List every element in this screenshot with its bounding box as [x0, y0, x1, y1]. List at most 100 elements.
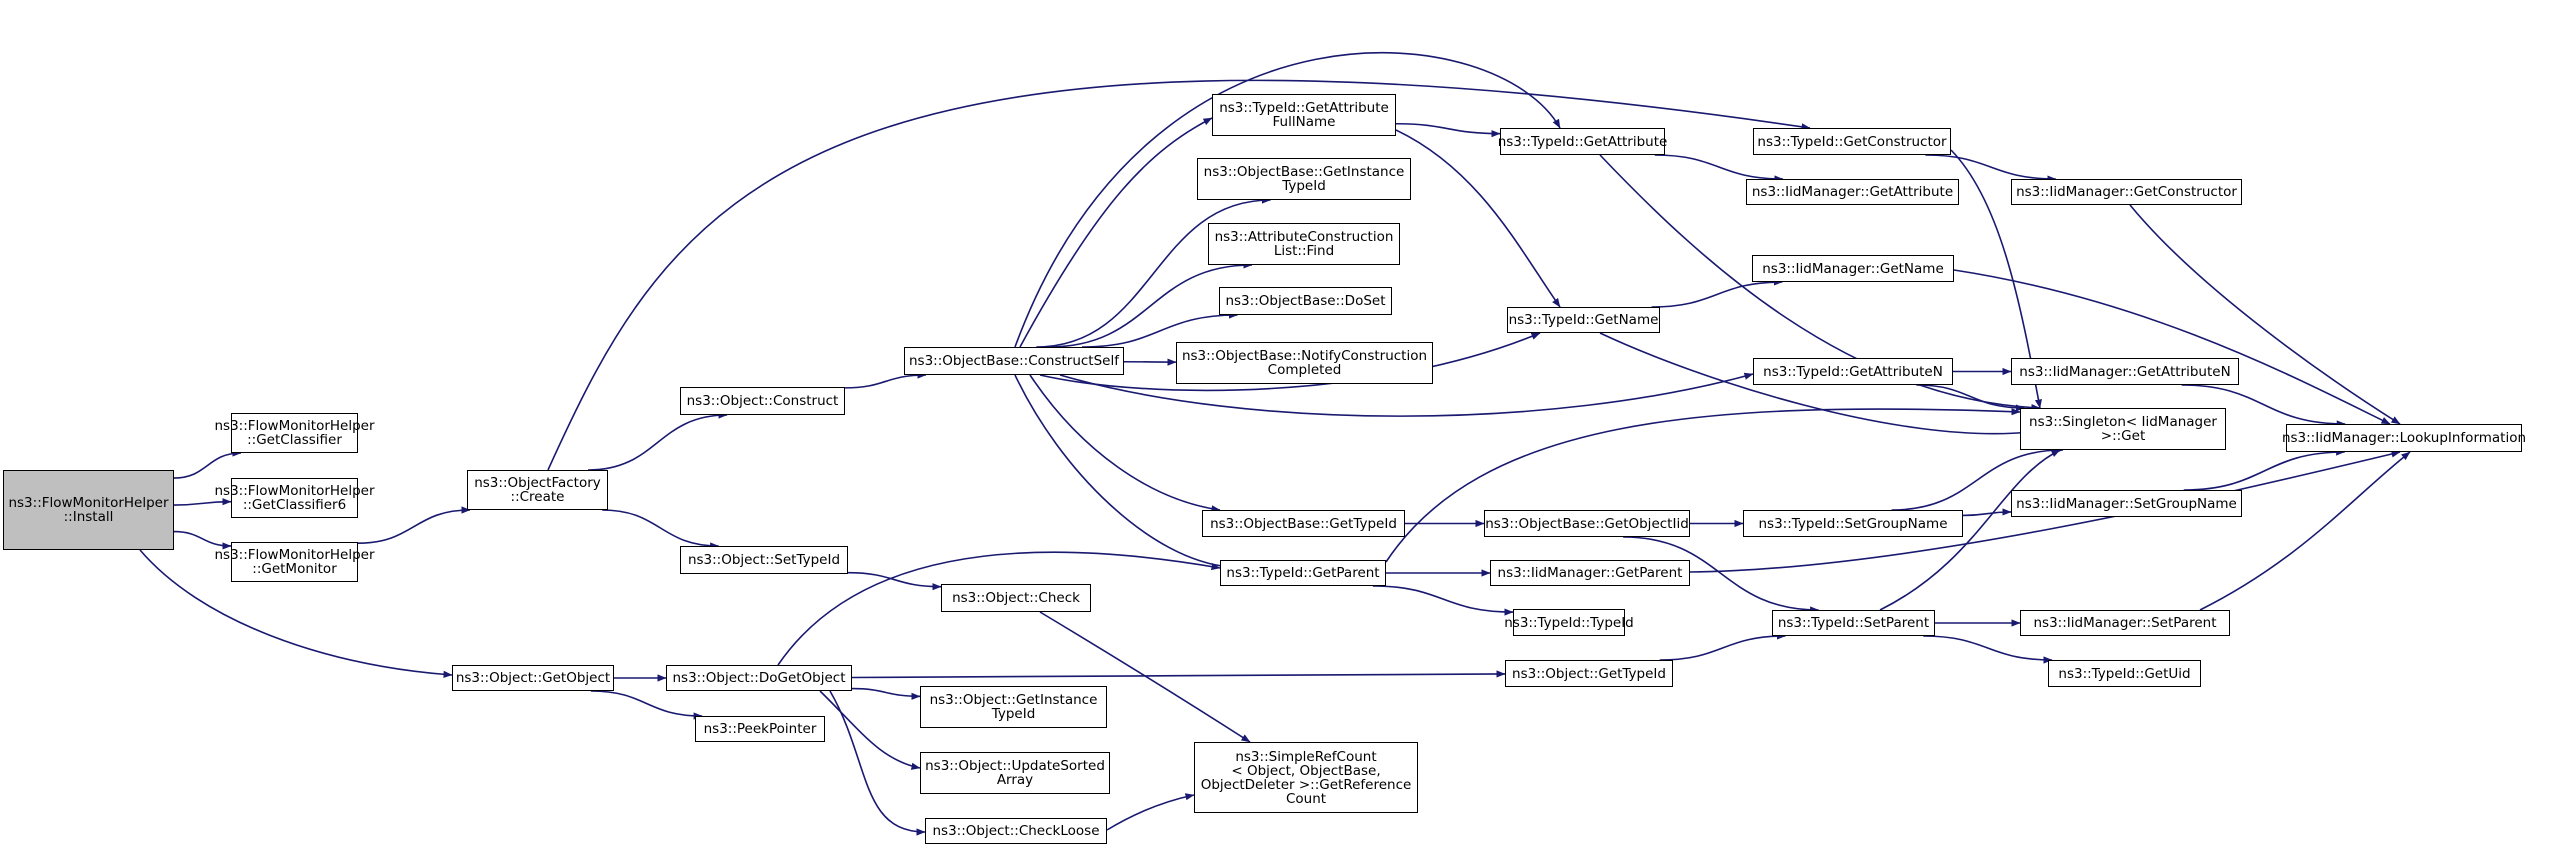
node-label: ns3::FlowMonitorHelper ::GetClassifier: [214, 418, 375, 448]
node-tidsetgroupname[interactable]: ns3::TypeId::SetGroupName: [1743, 510, 1963, 537]
node-getmonitor[interactable]: ns3::FlowMonitorHelper ::GetMonitor: [214, 542, 375, 582]
node-label: ns3::IidManager::GetParent: [1497, 565, 1683, 581]
edge-tidgetattribute-to-iidgetattribute: [1654, 154, 1784, 183]
node-install: ns3::FlowMonitorHelper ::Install: [3, 470, 174, 550]
node-iidlookup[interactable]: ns3::IidManager::LookupInformation: [2282, 424, 2526, 452]
edge-constructself-to-obgetinstancetid: [1036, 196, 1271, 348]
node-label: ns3::Object::SetTypeId: [687, 552, 841, 568]
node-tidsetparent[interactable]: ns3::TypeId::SetParent: [1772, 610, 1935, 636]
node-label: ns3::Object::GetObject: [455, 670, 611, 686]
node-label: ns3::Object::UpdateSorted Array: [925, 758, 1105, 788]
edge-objgettypeid-to-tidsetparent: [1659, 632, 1786, 661]
node-label: ns3::Object::GetTypeId: [1512, 665, 1666, 682]
node-iidsetparent[interactable]: ns3::IidManager::SetParent: [2020, 610, 2230, 636]
node-getobjectiid[interactable]: ns3::ObjectBase::GetObjectIid: [1484, 510, 1690, 537]
node-label: ns3::ObjectBase::GetInstance TypeId: [1203, 164, 1405, 194]
node-label: ns3::AttributeConstruction List::Find: [1214, 229, 1394, 259]
node-objsettypeid[interactable]: ns3::Object::SetTypeId: [680, 546, 848, 574]
edge-dogetobject-to-objgetinstancetid: [851, 687, 921, 700]
node-getclassifier[interactable]: ns3::FlowMonitorHelper ::GetClassifier: [214, 413, 375, 453]
node-objgetinstancetid[interactable]: ns3::Object::GetInstance TypeId: [920, 686, 1107, 728]
node-tidgetparent[interactable]: ns3::TypeId::GetParent: [1220, 560, 1386, 586]
edge-tidsetgroupname-to-singletonget: [1891, 446, 2064, 511]
node-notifyconstruction[interactable]: ns3::ObjectBase::NotifyConstruction Comp…: [1176, 342, 1433, 384]
edge-iidgetconstructor-to-iidlookup: [2129, 204, 2401, 425]
edge-dogetobject-to-updatesorted: [819, 690, 921, 770]
node-simplerefcount[interactable]: ns3::SimpleRefCount < Object, ObjectBase…: [1194, 742, 1418, 813]
edge-constructself-to-obgettypeid: [1029, 374, 1221, 513]
edge-dogetobject-to-checkloose: [829, 690, 926, 836]
edge-getattrfullname-to-tidgetname: [1395, 129, 1561, 308]
node-label: ns3::Singleton< IidManager >::Get: [2029, 414, 2217, 444]
node-iidgetname[interactable]: ns3::IidManager::GetName: [1752, 255, 1954, 282]
node-label: ns3::IidManager::SetGroupName: [2016, 495, 2237, 512]
node-label: ns3::TypeId::SetParent: [1777, 615, 1930, 631]
edge-tidgetconstructor-to-iidgetconstructor: [1925, 154, 2057, 183]
node-label: ns3::ObjectBase::ConstructSelf: [909, 353, 1119, 369]
edge-dogetobject-to-objgettypeid: [851, 670, 1506, 679]
edge-getmonitor-to-ofcreate: [357, 506, 471, 544]
node-iidgetattribute[interactable]: ns3::IidManager::GetAttribute: [1746, 179, 1959, 205]
node-objconstruct[interactable]: ns3::Object::Construct: [680, 387, 845, 415]
edge-install-to-objgetobject: [139, 549, 453, 678]
node-iidgetconstructor[interactable]: ns3::IidManager::GetConstructor: [2011, 179, 2242, 205]
node-label: ns3::IidManager::GetName: [1762, 260, 1944, 277]
node-label: ns3::TypeId::GetAttributeN: [1763, 363, 1943, 380]
node-obgettypeid[interactable]: ns3::ObjectBase::GetTypeId: [1202, 510, 1405, 537]
node-acfind[interactable]: ns3::AttributeConstruction List::Find: [1208, 223, 1400, 265]
node-tidgetuid[interactable]: ns3::TypeId::GetUid: [2048, 660, 2201, 687]
node-objgetobject[interactable]: ns3::Object::GetObject: [452, 665, 614, 691]
edge-install-to-getclassifier6: [173, 498, 232, 506]
node-label: ns3::PeekPointer: [703, 721, 817, 737]
node-label: ns3::TypeId::GetUid: [2058, 665, 2191, 682]
node-label: ns3::TypeId::SetGroupName: [1758, 515, 1948, 532]
node-label: ns3::ObjectBase::GetObjectIid: [1485, 515, 1689, 532]
node-singletonget[interactable]: ns3::Singleton< IidManager >::Get: [2020, 408, 2226, 450]
edge-dogetobject-to-tidgetparent: [777, 551, 1221, 666]
node-doset[interactable]: ns3::ObjectBase::DoSet: [1219, 287, 1392, 315]
node-label: ns3::IidManager::LookupInformation: [2281, 430, 2527, 446]
edge-tidgetname-to-iidgetname: [1651, 278, 1783, 308]
node-label: ns3::TypeId::GetName: [1508, 312, 1659, 328]
node-ofcreate[interactable]: ns3::ObjectFactory ::Create: [467, 470, 608, 510]
node-objcheck[interactable]: ns3::Object::Check: [941, 584, 1091, 612]
edge-tidsetparent-to-singletonget: [1879, 449, 2061, 611]
node-label: ns3::IidManager::GetConstructor: [2016, 184, 2237, 200]
node-label: ns3::ObjectBase::DoSet: [1225, 293, 1386, 309]
node-iidgetparent[interactable]: ns3::IidManager::GetParent: [1490, 560, 1690, 586]
node-iidsetgroupname[interactable]: ns3::IidManager::SetGroupName: [2011, 490, 2242, 517]
node-constructself[interactable]: ns3::ObjectBase::ConstructSelf: [904, 347, 1124, 375]
node-checkloose[interactable]: ns3::Object::CheckLoose: [925, 818, 1107, 844]
edge-constructself-to-tidgetattribute: [1014, 51, 1561, 348]
node-label: ns3::TypeId::GetConstructor: [1757, 133, 1947, 150]
node-label: ns3::TypeId::TypeId: [1504, 614, 1634, 631]
node-label: ns3::TypeId::GetParent: [1226, 565, 1380, 581]
node-label: ns3::Object::CheckLoose: [932, 823, 1100, 839]
node-tidtypeid[interactable]: ns3::TypeId::TypeId: [1504, 609, 1634, 636]
edge-tidgetattributen-to-singletonget: [1916, 384, 2025, 412]
node-tidgetconstructor[interactable]: ns3::TypeId::GetConstructor: [1753, 128, 1951, 155]
node-obgetinstancetid[interactable]: ns3::ObjectBase::GetInstance TypeId: [1197, 158, 1411, 200]
edge-objsettypeid-to-objcheck: [847, 571, 942, 591]
node-label: ns3::Object::DoGetObject: [672, 670, 846, 686]
node-tidgetname[interactable]: ns3::TypeId::GetName: [1507, 307, 1660, 333]
node-iidgetattributen[interactable]: ns3::IidManager::GetAttributeN: [2011, 358, 2239, 385]
edge-iidsetgroupname-to-iidlookup: [2183, 448, 2346, 491]
edge-constructself-to-getattrfullname: [1019, 117, 1213, 348]
node-getclassifier6[interactable]: ns3::FlowMonitorHelper ::GetClassifier6: [214, 478, 375, 518]
node-label: ns3::TypeId::GetAttribute: [1497, 133, 1668, 150]
node-peekpointer[interactable]: ns3::PeekPointer: [695, 716, 825, 742]
edge-iidgetattributen-to-iidlookup: [2181, 384, 2346, 428]
node-tidgetattribute[interactable]: ns3::TypeId::GetAttribute: [1497, 128, 1668, 155]
node-objgettypeid[interactable]: ns3::Object::GetTypeId: [1505, 660, 1673, 687]
node-dogetobject[interactable]: ns3::Object::DoGetObject: [666, 665, 852, 691]
edge-objconstruct-to-constructself: [844, 371, 927, 389]
node-updatesorted[interactable]: ns3::Object::UpdateSorted Array: [920, 752, 1110, 794]
edge-constructself-to-acfind: [1048, 261, 1253, 348]
node-label: ns3::IidManager::GetAttribute: [1751, 184, 1954, 200]
edge-getattrfullname-to-tidgetattribute: [1395, 122, 1501, 138]
node-tidgetattributen[interactable]: ns3::TypeId::GetAttributeN: [1753, 358, 1953, 385]
node-getattrfullname[interactable]: ns3::TypeId::GetAttribute FullName: [1212, 94, 1396, 136]
node-label: ns3::SimpleRefCount < Object, ObjectBase…: [1200, 748, 1412, 807]
